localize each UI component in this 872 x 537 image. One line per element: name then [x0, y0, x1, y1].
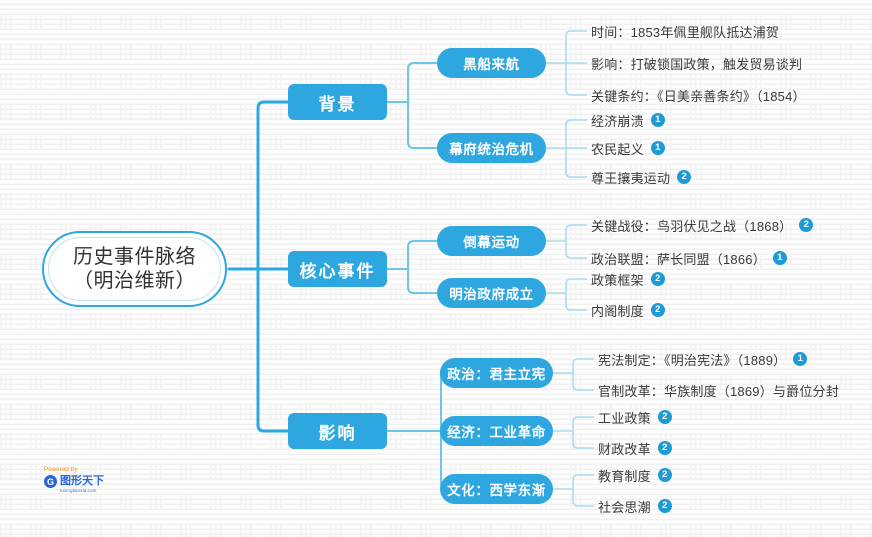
leaf-item[interactable]: 尊王攘夷运动 2	[591, 167, 692, 187]
subnode-culture[interactable]: 文化：西学东渐	[440, 474, 553, 504]
leaf-item[interactable]: 时间：1853年佩里舰队抵达浦贺	[591, 21, 779, 41]
leaf-label: 关键条约：《日美亲善条约》（1854）	[591, 88, 806, 104]
watermark-powered-by: Powered by	[44, 467, 78, 473]
subnode-economy[interactable]: 经济：工业革命	[440, 416, 553, 446]
subnode-black-ships[interactable]: 黑船来航	[437, 48, 546, 78]
leaf-label: 关键战役：鸟羽伏见之战（1868）	[591, 218, 793, 234]
leaf-label: 影响：打破锁国政策，触发贸易谈判	[591, 56, 803, 72]
count-badge: 2	[650, 272, 665, 286]
subnode-meiji-government[interactable]: 明治政府成立	[437, 278, 546, 308]
leaf-item[interactable]: 农民起义 1	[591, 138, 665, 158]
leaf-label: 政治联盟：萨长同盟（1866）	[591, 251, 766, 267]
branch-node-core-events[interactable]: 核心事件	[288, 251, 387, 287]
leaf-label: 农民起义	[591, 141, 644, 157]
subnode-shogunate-crisis[interactable]: 幕府统治危机	[437, 133, 546, 163]
leaf-label: 工业政策	[598, 410, 651, 426]
count-badge: 2	[650, 303, 665, 317]
leaf-label: 经济崩溃	[591, 113, 644, 129]
count-badge: 1	[772, 251, 787, 265]
leaf-item[interactable]: 政策框架 2	[591, 269, 665, 289]
count-badge: 2	[657, 468, 672, 482]
leaf-label: 社会思潮	[598, 499, 651, 515]
leaf-item[interactable]: 官制改革：华族制度（1869）与爵位分封	[598, 380, 839, 400]
leaf-label: 内阁制度	[591, 303, 644, 319]
count-badge: 2	[677, 170, 692, 184]
leaf-item[interactable]: 关键条约：《日美亲善条约》（1854）	[591, 85, 806, 105]
brand-logo-icon: G	[44, 475, 57, 488]
leaf-item[interactable]: 社会思潮 2	[598, 496, 672, 516]
leaf-item[interactable]: 财政改革 2	[598, 438, 672, 458]
count-badge: 2	[799, 218, 814, 232]
watermark-brand: G 图形天下	[44, 475, 122, 488]
count-badge: 2	[657, 410, 672, 424]
watermark-brand-name: 图形天下	[60, 475, 104, 487]
count-badge: 1	[650, 141, 665, 155]
leaf-label: 官制改革：华族制度（1869）与爵位分封	[598, 383, 839, 399]
leaf-label: 宪法制定：《明治宪法》（1889）	[598, 352, 787, 368]
leaf-label: 时间：1853年佩里舰队抵达浦贺	[591, 24, 780, 40]
leaf-item[interactable]: 教育制度 2	[598, 465, 672, 485]
leaf-label: 尊王攘夷运动	[591, 170, 671, 186]
watermark-brand-url: tuxingtianxia.com	[60, 488, 97, 493]
count-badge: 2	[657, 441, 672, 455]
leaf-label: 财政改革	[598, 441, 651, 457]
leaf-label: 教育制度	[598, 468, 651, 484]
leaf-item[interactable]: 政治联盟：萨长同盟（1866） 1	[591, 248, 787, 268]
leaf-item[interactable]: 宪法制定：《明治宪法》（1889） 1	[598, 349, 808, 369]
watermark: Powered by G 图形天下 tuxingtianxia.com	[44, 466, 122, 498]
leaf-label: 政策框架	[591, 272, 644, 288]
leaf-item[interactable]: 关键战役：鸟羽伏见之战（1868） 2	[591, 215, 814, 235]
leaf-item[interactable]: 经济崩溃 1	[591, 110, 665, 130]
leaf-item[interactable]: 影响：打破锁国政策，触发贸易谈判	[591, 53, 802, 73]
count-badge: 1	[650, 113, 665, 127]
leaf-item[interactable]: 内阁制度 2	[591, 300, 665, 320]
count-badge: 1	[793, 352, 808, 366]
root-node-label: 历史事件脉络 （明治维新）	[73, 245, 196, 294]
subnode-anti-shogunate-movement[interactable]: 倒幕运动	[437, 226, 546, 256]
leaf-item[interactable]: 工业政策 2	[598, 407, 672, 427]
root-node[interactable]: 历史事件脉络 （明治维新）	[42, 231, 227, 307]
branch-node-background[interactable]: 背景	[288, 84, 387, 120]
root-line-2: （明治维新）	[73, 270, 196, 292]
subnode-politics[interactable]: 政治：君主立宪	[440, 358, 553, 388]
branch-node-impact[interactable]: 影响	[288, 413, 387, 449]
count-badge: 2	[657, 499, 672, 513]
root-line-1: 历史事件脉络	[73, 245, 196, 268]
